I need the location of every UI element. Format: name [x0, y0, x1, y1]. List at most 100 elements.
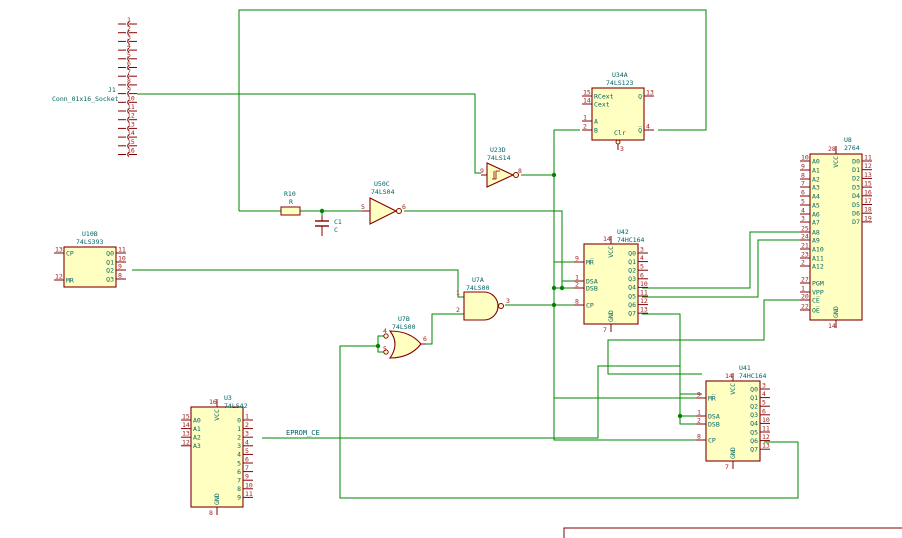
- pin-number: 11: [864, 154, 872, 162]
- pin-number: 13: [864, 171, 872, 179]
- pin-label: 5: [237, 459, 241, 467]
- socket-contact: [127, 30, 130, 36]
- pin-label: A0: [193, 416, 201, 424]
- pin-label: A0: [812, 157, 820, 165]
- pin-number: 20: [801, 293, 809, 301]
- ic-ref: U8: [844, 136, 852, 144]
- gate-ref: U7B: [398, 315, 410, 323]
- pin-label: MR̅: [586, 257, 594, 266]
- pin-number: 3: [762, 382, 766, 390]
- nand-gate-u7b[interactable]: U7B 74LS00 4 5 6: [383, 315, 427, 359]
- resistor-r10[interactable]: R10 R: [280, 190, 301, 216]
- pin-label: Q4: [750, 420, 758, 428]
- pin-label: CP: [708, 436, 716, 444]
- pin-number: 16: [127, 147, 135, 155]
- inverter-ref: U50C: [374, 180, 390, 188]
- junction-dot: [551, 285, 557, 291]
- pin-number: 5: [361, 203, 365, 211]
- connector-value: Conn_01x16_Socket: [52, 95, 119, 103]
- pin-number: 8: [209, 509, 213, 517]
- pin-number: 4: [801, 207, 805, 215]
- pin-label: Q3: [628, 275, 636, 283]
- pin-number: 9: [575, 255, 579, 263]
- pin-number: 5: [245, 447, 249, 455]
- pin-label: 7: [237, 477, 241, 485]
- pin-number: 10: [801, 154, 809, 162]
- pin-label: Q1: [106, 258, 114, 266]
- junction-dot: [551, 302, 557, 308]
- pin-number: 17: [864, 197, 872, 205]
- pin-label: VCC: [213, 409, 221, 421]
- pin-label: Clr: [614, 129, 626, 137]
- schmitt-inverter-u23d[interactable]: U23D 74LS14 9 8: [480, 146, 522, 188]
- pin-number: 6: [640, 271, 644, 279]
- gate-value: 74LS00: [392, 323, 416, 331]
- ic-ref: U3: [224, 394, 232, 402]
- pin-number: 1: [801, 285, 805, 293]
- pin-label: GND: [832, 306, 840, 318]
- pin-number: 9: [118, 263, 122, 271]
- pin-label: 3: [237, 442, 241, 450]
- pin-number: 16: [209, 398, 217, 406]
- pin-label: GND: [213, 493, 221, 505]
- pin-number: 3: [506, 297, 510, 305]
- socket-contact: [127, 38, 130, 44]
- pin-label: A2: [193, 434, 201, 442]
- nand-gate-u7a[interactable]: U7A 74LS00 1 2 3: [456, 276, 510, 321]
- socket-contact: [127, 21, 130, 27]
- wire: [679, 416, 702, 425]
- pin-number: 14: [583, 97, 591, 105]
- pin-label: Q5: [750, 428, 758, 436]
- pin-label: Q2: [750, 403, 758, 411]
- socket-contact: [127, 99, 130, 105]
- pin-label: A3: [193, 442, 201, 450]
- pin-number: 1: [456, 289, 460, 297]
- pin-number: 14: [127, 129, 135, 137]
- pin-number: 4: [762, 390, 766, 398]
- pin-label: OE̅: [812, 305, 820, 314]
- pin-label: A8: [812, 228, 820, 236]
- ic-ref: U42: [617, 228, 629, 236]
- pin-number: 4: [640, 254, 644, 262]
- pin-number: 4: [383, 327, 387, 335]
- pin-number: 11: [640, 289, 648, 297]
- pin-number: 10: [245, 481, 253, 489]
- pin-label: A: [594, 117, 598, 125]
- pin-number: 4: [127, 42, 131, 50]
- wires: [132, 9, 810, 499]
- inverter-u50c[interactable]: U50C 74LS04 5 6: [361, 180, 406, 225]
- pin-label: VCC: [729, 383, 737, 395]
- pin-number: 2: [697, 417, 701, 425]
- connector-j1[interactable]: J1 Conn_01x16_Socket 1234567891011121314…: [52, 16, 137, 157]
- pin-number: 6: [801, 189, 805, 197]
- pin-label: A9: [812, 236, 820, 244]
- wire: [137, 93, 481, 174]
- pin-label: A12: [812, 262, 824, 270]
- pin-label: 6: [237, 468, 241, 476]
- pin-number: 25: [801, 225, 809, 233]
- pin-label: Q1: [628, 258, 636, 266]
- pin-number: 5: [127, 51, 131, 59]
- pin-label: MR: [66, 276, 74, 284]
- pin-label: RCext: [594, 92, 614, 100]
- pin-number: 13: [762, 442, 770, 450]
- pin-label: 2: [237, 434, 241, 442]
- capacitor-value: C: [334, 226, 338, 234]
- pin-label: Q1: [750, 394, 758, 402]
- pin-number: 12: [864, 162, 872, 170]
- pin-number: 12: [182, 438, 190, 446]
- pin-number: 3: [245, 430, 249, 438]
- capacitor-c1[interactable]: C1 C: [315, 216, 342, 236]
- pin-label: MR̅: [708, 393, 716, 402]
- wire: [642, 239, 810, 298]
- pin-number: 10: [640, 280, 648, 288]
- pin-label: D2: [852, 175, 860, 183]
